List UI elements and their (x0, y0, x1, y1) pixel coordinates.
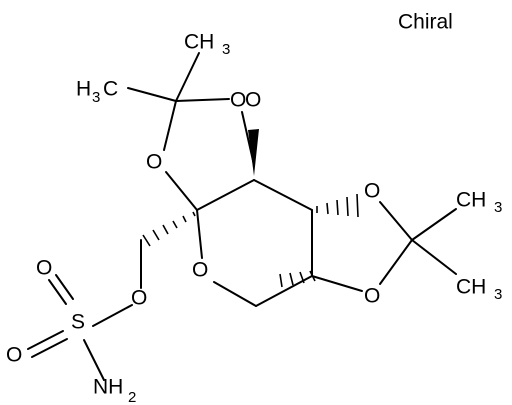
svg-text:3: 3 (494, 286, 502, 303)
atom-labels: O O O O O O O O O S NH 2 CH 3 H 3 C CH 3… (6, 31, 502, 405)
svg-text:2: 2 (128, 389, 136, 405)
hashed-bond-c4-oupper (316, 193, 359, 218)
bond-c4-ctr (253, 179, 313, 211)
svg-text:C: C (103, 78, 118, 101)
atom-o-sulfonyl-1: O (36, 257, 52, 280)
atom-nh2: NH 2 (93, 376, 136, 405)
atom-o-right-upper: O (364, 180, 380, 203)
bond-cq2-me-up (411, 208, 457, 241)
bond-s-o-double-a (48, 279, 67, 305)
methyl-right-upper: CH 3 (456, 189, 502, 217)
bond-cq2-me-down (411, 239, 457, 275)
bond-lines (27, 52, 457, 381)
atom-o-ring: O (192, 259, 208, 282)
wedge-bond-ctr-otop (248, 129, 259, 176)
atom-o-right-lower: O (364, 285, 380, 308)
atom-sulfur: S (71, 311, 85, 334)
bond-s-o2-double-a (27, 330, 64, 350)
bond-cq-otopleft (163, 100, 177, 151)
svg-text:CH: CH (456, 189, 486, 212)
chiral-flag: Chiral (398, 11, 453, 34)
svg-text:CH: CH (184, 31, 214, 54)
methyl-top-left: H 3 C (76, 78, 118, 107)
stereo-bonds (142, 129, 359, 288)
atom-o-ester: O (131, 287, 147, 310)
bond-cq-me2 (127, 87, 177, 102)
svg-text:H: H (76, 78, 91, 101)
svg-text:3: 3 (222, 41, 230, 58)
bond-c5-olr (311, 275, 363, 292)
svg-text:CH: CH (456, 276, 486, 299)
bond-ctr-c1 (196, 179, 255, 211)
methyl-right-lower: CH 3 (456, 276, 502, 304)
atom-o-top-right: O (245, 89, 261, 112)
hashed-bond-c5-olower (279, 270, 316, 288)
bond-s-o2-double-b (31, 338, 68, 358)
bond-o-lr-cq2 (379, 239, 413, 285)
bond-c1-oring (196, 209, 203, 259)
bond-cq-me1 (175, 52, 200, 102)
bond-s-o-double-b (55, 274, 74, 300)
bond-oester-s (92, 304, 133, 327)
atom-o-mid-left: O (146, 151, 162, 174)
methyl-top-right: CH 3 (184, 31, 230, 59)
bond-s-n (83, 339, 105, 381)
svg-text:NH: NH (93, 376, 123, 399)
atom-o-top-left: O (230, 89, 246, 112)
bond-cq-ctop (175, 98, 230, 102)
atom-o-sulfonyl-2: O (6, 344, 22, 367)
svg-text:3: 3 (494, 199, 502, 216)
bond-o-ur-cq2 (379, 201, 413, 241)
bond-oring-c6 (213, 281, 257, 307)
bond-omidleft-c1 (165, 171, 198, 211)
hashed-bond-c1-ch2 (142, 211, 196, 247)
svg-text:3: 3 (92, 89, 100, 106)
